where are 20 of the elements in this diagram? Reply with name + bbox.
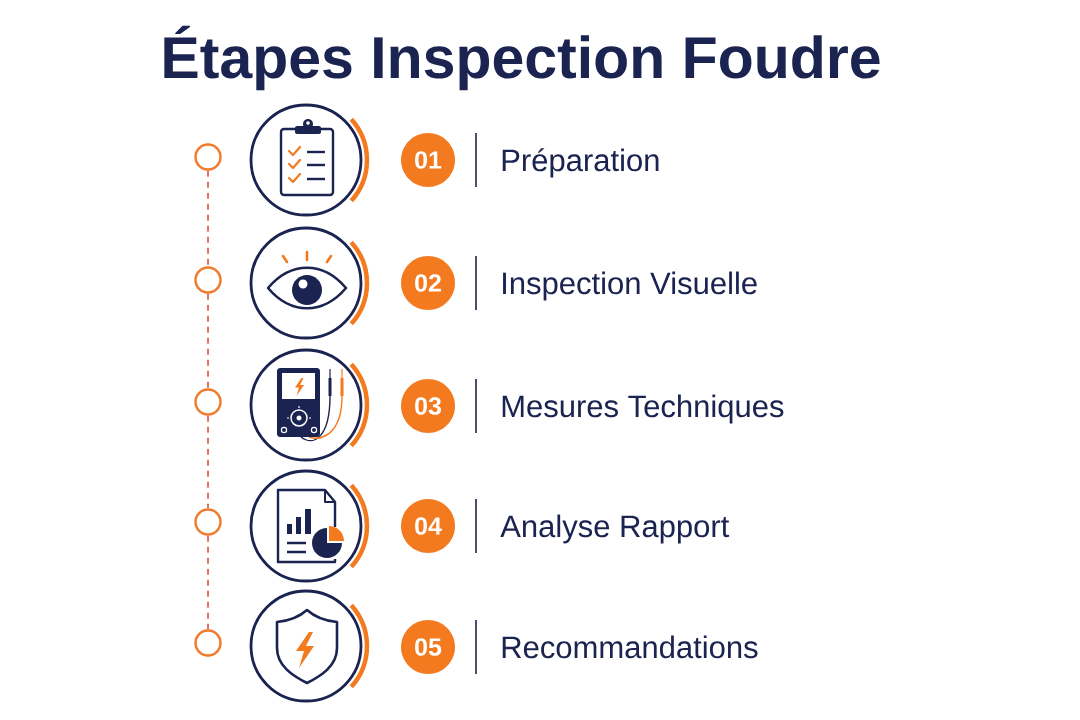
dashed-line bbox=[207, 292, 209, 390]
dashed-line bbox=[207, 534, 209, 631]
number-badge: 01 bbox=[401, 133, 455, 187]
step-label: Inspection Visuelle bbox=[503, 271, 757, 301]
number-badge: 05 bbox=[401, 620, 455, 674]
step-label: Mesures Techniques bbox=[502, 394, 784, 424]
number-badge: 02 bbox=[401, 256, 455, 310]
timeline-dot bbox=[194, 508, 222, 536]
title: Étapes Inspection Foudre bbox=[164, 25, 880, 91]
number-badge: 03 bbox=[401, 379, 455, 433]
dashed-line bbox=[207, 414, 209, 510]
step-label: Analyse Rapport bbox=[500, 514, 730, 544]
step-label: Préparation bbox=[502, 148, 659, 178]
timeline-dot bbox=[194, 266, 222, 294]
timeline-dot bbox=[194, 143, 222, 171]
timeline-dot bbox=[194, 629, 222, 657]
dashed-line bbox=[207, 169, 209, 268]
number-badge: 04 bbox=[401, 499, 455, 553]
timeline-dot bbox=[194, 388, 222, 416]
step-label: Recommandations bbox=[502, 635, 758, 659]
